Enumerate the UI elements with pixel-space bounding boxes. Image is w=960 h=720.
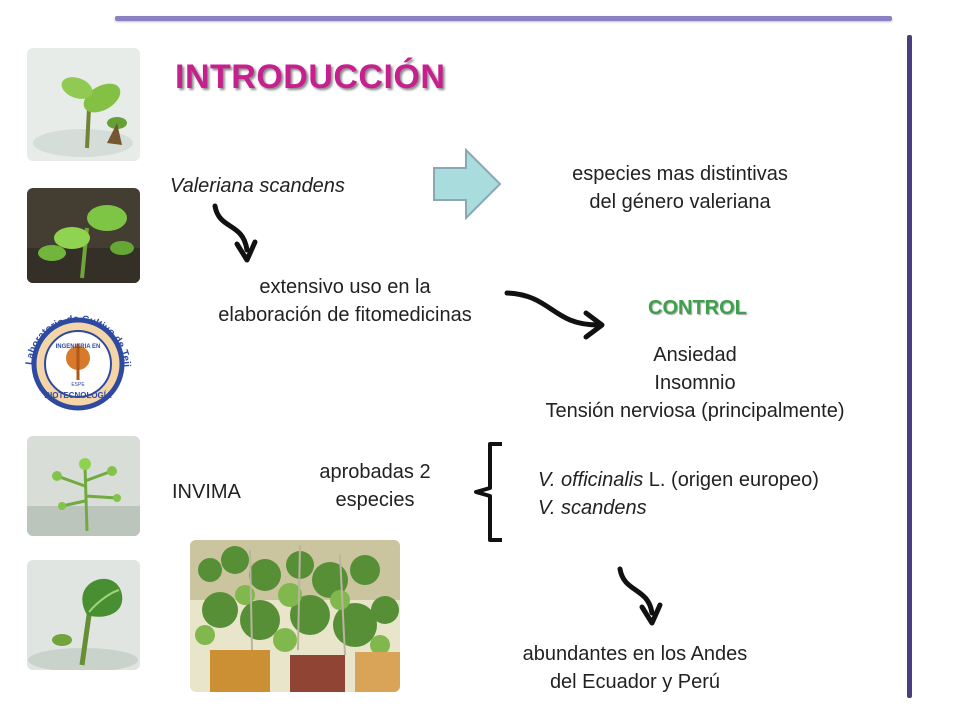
curved-down-arrow-icon-2 <box>617 566 663 626</box>
conditions-list: Ansiedad Insomnio Tensión nerviosa (prin… <box>500 341 890 425</box>
approved-line-2: especies <box>335 489 415 511</box>
condition-nervous-tension: Tensión nerviosa (principalmente) <box>545 400 845 422</box>
species-item-scandens: V. scandens <box>538 494 898 522</box>
approved-text: aprobadas 2 especies <box>295 458 455 514</box>
logo-inner-top: INGENIERIA EN <box>56 344 101 350</box>
plant-photo-4 <box>27 560 140 670</box>
plants-in-pots-photo <box>190 540 400 692</box>
right-divider <box>907 35 912 698</box>
abundance-line-2: del Ecuador y Perú <box>549 671 721 693</box>
usage-text: extensivo uso en la elaboración de fitom… <box>175 273 515 329</box>
lab-logo: Laboratorio de Cultivo de Tejidos INGENI… <box>15 290 138 413</box>
left-brace-icon <box>474 442 502 542</box>
abundance-line-1: abundantes en los Andes <box>522 643 748 665</box>
species-rest: L. (origen europeo) <box>643 469 819 491</box>
species-list: V. officinalis L. (origen europeo) V. sc… <box>538 466 898 522</box>
condition-anxiety: Ansiedad <box>653 344 737 366</box>
curved-right-arrow-icon <box>504 290 605 340</box>
usage-line-1: extensivo uso en la <box>259 276 431 298</box>
right-block-arrow-icon <box>433 148 502 220</box>
agency-label: INVIMA <box>172 481 241 503</box>
plant-photo-3 <box>27 436 140 536</box>
top-divider <box>115 16 892 21</box>
control-label: CONTROL <box>648 297 747 319</box>
logo-center: ESPE <box>71 382 85 388</box>
page-title: INTRODUCCIÓN <box>175 58 446 96</box>
usage-line-2: elaboración de fitomedicinas <box>218 304 472 326</box>
logo-inner-bottom: BIOTECNOLOGÍA <box>44 391 112 400</box>
species-item-officinalis: V. officinalis L. (origen europeo) <box>538 466 898 494</box>
plant-photo-2 <box>27 188 140 283</box>
plant-photo-1 <box>27 48 140 161</box>
species-name: Valeriana scandens <box>170 175 345 197</box>
condition-insomnia: Insomnio <box>654 372 736 394</box>
species-genus: V. officinalis <box>538 469 644 491</box>
distinctive-line-1: especies mas distintivas <box>572 163 788 185</box>
approved-line-1: aprobadas 2 <box>319 461 431 483</box>
species-genus: V. scandens <box>538 497 647 519</box>
abundance-text: abundantes en los Andes del Ecuador y Pe… <box>485 640 785 696</box>
distinctive-text: especies mas distintivas del género vale… <box>520 160 840 216</box>
distinctive-line-2: del género valeriana <box>589 191 771 213</box>
curved-down-arrow-icon <box>212 203 258 263</box>
